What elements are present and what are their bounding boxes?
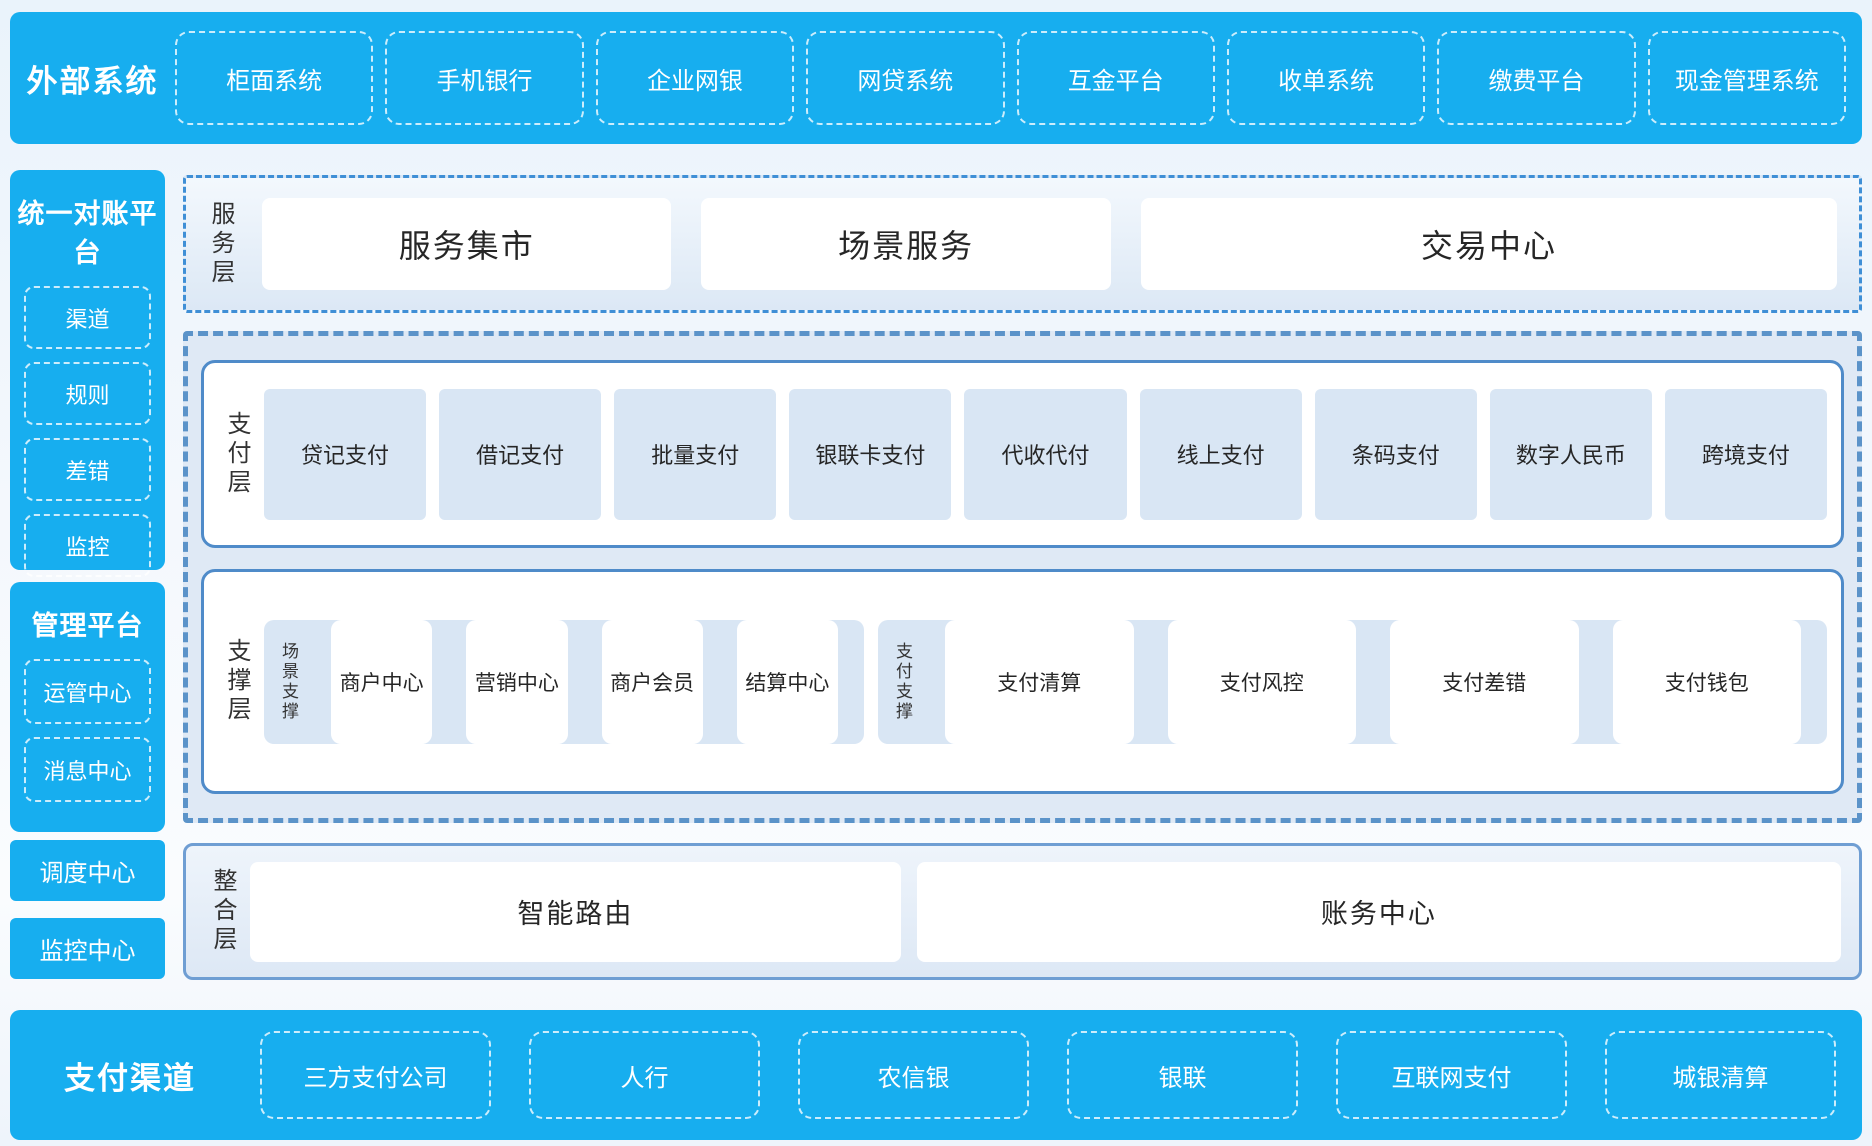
payment-channel-item: 农信银	[798, 1031, 1029, 1119]
scene-support-item: 营销中心	[466, 619, 568, 744]
management-item: 运管中心	[24, 659, 151, 724]
payment-support-item: 支付风控	[1167, 619, 1356, 744]
payment-item: 跨境支付	[1664, 388, 1827, 520]
integration-layer: 整合层 智能路由 账务中心	[183, 843, 1862, 980]
support-layer: 支撑层 场景支撑 商户中心 营销中心 商户会员 结算中心 支付支撑 支付清算	[201, 569, 1844, 794]
payment-channel-item: 银联	[1067, 1031, 1298, 1119]
payment-support-group: 支付支撑 支付清算 支付风控 支付差错 支付钱包	[878, 619, 1827, 744]
payment-item: 批量支付	[614, 388, 777, 520]
service-item: 交易中心	[1140, 198, 1837, 290]
reconciliation-item: 渠道	[24, 286, 151, 349]
external-systems-label: 外部系统	[26, 63, 159, 99]
payment-item: 线上支付	[1139, 388, 1302, 520]
payment-channels-band: 支付渠道 三方支付公司 人行 农信银 银联 互联网支付 城银清算	[10, 1010, 1862, 1140]
payment-item: 数字人民币	[1489, 388, 1652, 520]
payment-item: 条码支付	[1314, 388, 1477, 520]
payment-layer: 支付层 贷记支付 借记支付 批量支付 银联卡支付 代收代付 线上支付 条码支付 …	[201, 360, 1844, 548]
external-system-item: 收单系统	[1226, 31, 1426, 125]
payment-channel-item: 城银清算	[1605, 1031, 1836, 1119]
payment-item: 贷记支付	[264, 388, 427, 520]
service-layer-label: 服务层	[207, 200, 234, 288]
management-platform-block: 管理平台 运管中心 消息中心	[10, 582, 165, 832]
external-system-item: 手机银行	[385, 31, 584, 125]
payment-channel-item: 互联网支付	[1336, 1031, 1567, 1119]
payment-item: 银联卡支付	[789, 388, 952, 520]
external-system-item: 柜面系统	[175, 31, 374, 125]
core-layers-container: 支付层 贷记支付 借记支付 批量支付 银联卡支付 代收代付 线上支付 条码支付 …	[183, 331, 1862, 823]
reconciliation-platform-title: 统一对账平台	[17, 199, 158, 268]
payment-support-item: 支付清算	[945, 619, 1134, 744]
monitor-center-block: 监控中心	[10, 918, 165, 979]
payment-channels-label: 支付渠道	[64, 1060, 196, 1096]
dispatch-center-block: 调度中心	[10, 840, 165, 901]
payment-channels-items: 三方支付公司 人行 农信银 银联 互联网支付 城银清算	[260, 1031, 1836, 1119]
external-systems-band: 外部系统 柜面系统 手机银行 企业网银 网贷系统 互金平台 收单系统 缴费平台 …	[10, 12, 1862, 144]
reconciliation-item: 监控	[24, 514, 151, 577]
integration-item: 账务中心	[916, 861, 1841, 962]
management-item: 消息中心	[24, 737, 151, 802]
payment-item: 代收代付	[964, 388, 1127, 520]
external-system-item: 企业网银	[595, 31, 795, 125]
scene-support-item: 商户会员	[601, 619, 703, 744]
scene-support-item: 结算中心	[736, 619, 838, 744]
integration-layer-label: 整合层	[209, 868, 236, 955]
support-layer-label: 支撑层	[223, 638, 250, 725]
payment-item: 借记支付	[439, 388, 602, 520]
payment-channel-item: 三方支付公司	[260, 1031, 491, 1119]
management-platform-title: 管理平台	[31, 611, 144, 641]
payment-support-item: 支付差错	[1390, 619, 1579, 744]
external-systems-items: 柜面系统 手机银行 企业网银 网贷系统 互金平台 收单系统 缴费平台 现金管理系…	[175, 31, 1846, 125]
payment-support-label: 支付支撑	[893, 641, 912, 722]
external-system-item: 网贷系统	[806, 31, 1005, 125]
service-item: 场景服务	[701, 198, 1111, 290]
external-system-item: 互金平台	[1016, 31, 1215, 125]
service-item: 服务集市	[262, 198, 672, 290]
scene-support-group: 场景支撑 商户中心 营销中心 商户会员 结算中心	[264, 619, 864, 744]
external-system-item: 缴费平台	[1437, 31, 1636, 125]
service-layer: 服务层 服务集市 场景服务 交易中心	[183, 175, 1862, 313]
reconciliation-item: 规则	[24, 362, 151, 425]
payment-channel-item: 人行	[529, 1031, 760, 1119]
reconciliation-item: 差错	[24, 438, 151, 501]
external-system-item: 现金管理系统	[1647, 31, 1846, 125]
integration-item: 智能路由	[250, 861, 901, 962]
reconciliation-platform-block: 统一对账平台 渠道 规则 差错 监控	[10, 170, 165, 577]
payment-support-item: 支付钱包	[1612, 619, 1801, 744]
scene-support-item: 商户中心	[331, 619, 433, 744]
payment-layer-label: 支付层	[223, 410, 250, 498]
scene-support-label: 场景支撑	[279, 641, 298, 722]
